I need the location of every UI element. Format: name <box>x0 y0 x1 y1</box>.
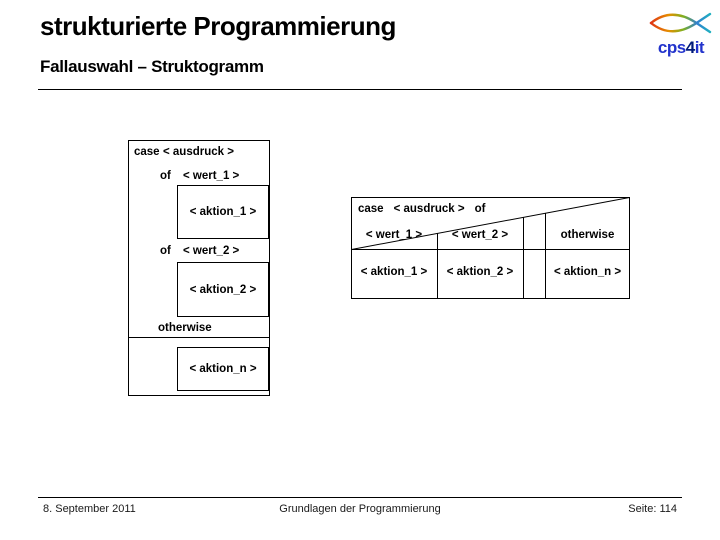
aktion-2-box: < aktion_2 > <box>177 262 269 317</box>
of-keyword: of <box>474 203 486 215</box>
wert-1-cell: < wert_1 > <box>365 229 423 241</box>
case-block-lines <box>351 197 630 299</box>
otherwise-cell: otherwise <box>560 229 615 241</box>
case-keyword: case <box>358 203 384 215</box>
structogram-case-block: case < ausdruck > of < wert_1 > < wert_2… <box>351 197 630 299</box>
logo-text-it: it <box>694 38 705 57</box>
footer-course: Grundlagen der Programmierung <box>279 503 441 515</box>
aktion-2-label: < aktion_2 > <box>189 283 257 296</box>
aktion-1-cell: < aktion_1 > <box>360 266 428 278</box>
aktion-n-box: < aktion_n > <box>177 347 269 391</box>
footer-date: 8. September 2011 <box>43 503 136 515</box>
case-header: case < ausdruck > of <box>358 203 485 216</box>
structogram-vertical: case < ausdruck > of < wert_1 > < aktion… <box>128 140 270 396</box>
header-divider <box>38 89 682 90</box>
fish-icon <box>649 12 712 34</box>
cps4it-logo: cps4it <box>646 10 716 56</box>
wert-1-label: < wert_1 > <box>183 170 240 182</box>
logo-text-4: 4 <box>685 38 695 57</box>
wert-2-cell: < wert_2 > <box>451 229 509 241</box>
aktion-n-cell: < aktion_n > <box>553 266 622 278</box>
of-keyword-2: of <box>160 245 171 257</box>
footer-page: Seite: 114 <box>628 503 677 515</box>
of-keyword-1: of <box>160 170 171 182</box>
logo-text-cps: cps <box>657 38 686 57</box>
otherwise-label: otherwise <box>158 322 212 334</box>
aktion-n-label: < aktion_n > <box>189 363 257 375</box>
aktion-1-label: < aktion_1 > <box>189 206 257 218</box>
logo-wordmark: cps4it <box>646 39 716 56</box>
case-expression: < ausdruck > <box>393 203 465 215</box>
case-keyword: case <box>134 146 160 158</box>
page-subtitle: Fallauswahl – Struktogramm <box>40 57 264 76</box>
case-expression: < ausdruck > <box>163 146 234 158</box>
footer-divider <box>38 497 682 498</box>
aktion-1-box: < aktion_1 > <box>177 185 269 239</box>
wert-2-label: < wert_2 > <box>183 245 240 257</box>
aktion-2-cell: < aktion_2 > <box>446 266 514 278</box>
otherwise-divider <box>129 337 269 338</box>
page-title: strukturierte Programmierung <box>40 11 396 41</box>
